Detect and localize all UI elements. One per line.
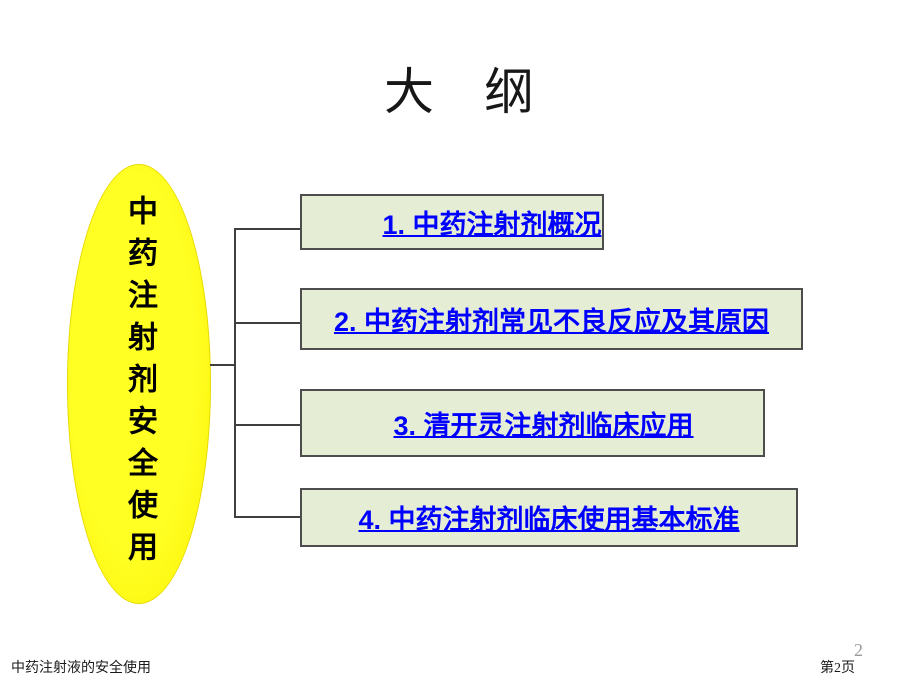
footer-deck-title: 中药注射液的安全使用 xyxy=(11,661,151,676)
topic-box-2: 2. 中药注射剂常见不良反应及其原因 xyxy=(300,288,803,350)
slide-number: 2 xyxy=(854,640,863,660)
connector-branch-3 xyxy=(234,424,300,426)
connector-trunk-line xyxy=(234,228,236,518)
root-topic-label: 中药注射剂安全使用 xyxy=(123,195,156,573)
connector-root-stub xyxy=(210,364,236,366)
link-topic-2[interactable]: 2. 中药注射剂常见不良反应及其原因 xyxy=(333,306,770,337)
page-number-label: 第2页 xyxy=(820,661,855,676)
topic-box-4: 4. 中药注射剂临床使用基本标准 xyxy=(300,488,798,547)
topic-box-3: 3. 清开灵注射剂临床应用 xyxy=(300,389,765,457)
slide-title: 大 纲 xyxy=(384,64,536,120)
connector-branch-1 xyxy=(234,228,300,230)
link-topic-4[interactable]: 4. 中药注射剂临床使用基本标准 xyxy=(358,505,740,535)
link-topic-1[interactable]: 1. 中药注射剂概况 xyxy=(382,209,602,240)
link-topic-3[interactable]: 3. 清开灵注射剂临床应用 xyxy=(393,410,694,441)
connector-branch-2 xyxy=(234,322,300,324)
topic-box-1: 1. 中药注射剂概况 xyxy=(300,194,604,250)
connector-branch-4 xyxy=(234,516,300,518)
root-topic-ellipse: 中药注射剂安全使用 xyxy=(67,164,211,604)
